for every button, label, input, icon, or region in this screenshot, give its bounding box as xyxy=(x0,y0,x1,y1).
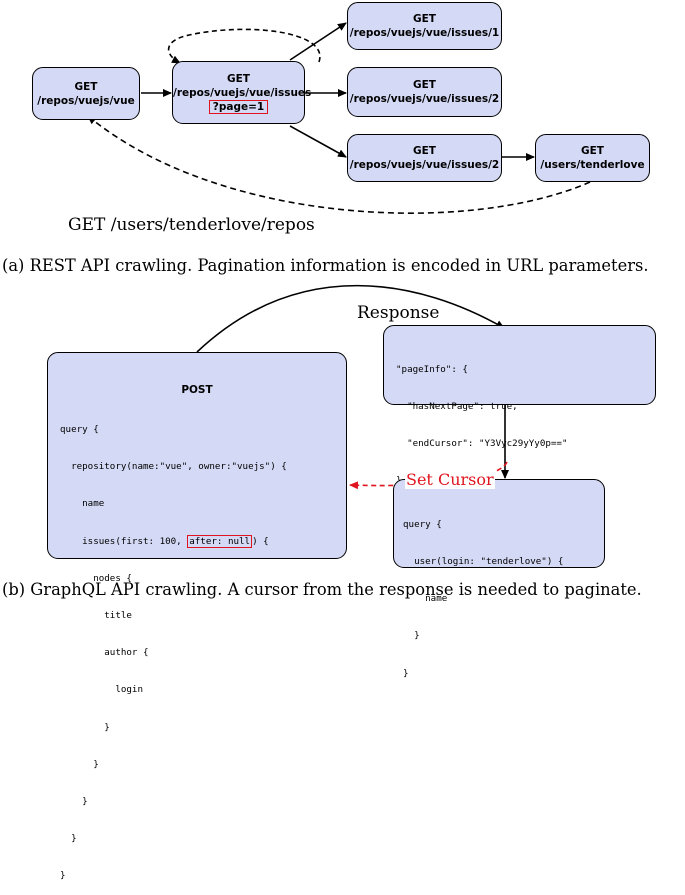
code-line: } xyxy=(60,833,77,845)
graphql-user-query-box: query { user(login: "tenderlove") { name… xyxy=(393,479,605,679)
loop-arrow-issues-self xyxy=(167,28,321,64)
code-line: user(login: "tenderlove") { xyxy=(403,556,564,568)
code-segment: ) { xyxy=(252,535,269,547)
code-line: name xyxy=(403,593,448,605)
code-line-issues: issues(first: 100, after: null) { xyxy=(60,534,346,548)
code-line: query { xyxy=(60,424,99,436)
caption-graphql: (b) GraphQL API crawling. A cursor from … xyxy=(2,580,642,599)
code-line: repository(name:"vue", owner:"vuejs") { xyxy=(60,461,287,473)
code-line: } xyxy=(60,758,99,770)
box-method: GET xyxy=(413,13,436,25)
code-line: title xyxy=(60,610,132,622)
box-method: GET xyxy=(581,145,604,157)
response-arrow xyxy=(196,284,505,353)
arrow-issues-to-issue2b xyxy=(289,125,347,158)
loop-label: GET /users/tenderlove/repos xyxy=(68,215,315,235)
rest-box-issue2a: GET /repos/vuejs/vue/issues/2 xyxy=(347,67,502,117)
code-line: name xyxy=(60,498,105,510)
code-line: login xyxy=(60,684,143,696)
code-line: author { xyxy=(60,647,149,659)
box-method: GET xyxy=(413,145,436,157)
response-label: Response xyxy=(357,303,440,323)
rest-box-vue: GET /repos/vuejs/vue xyxy=(32,67,140,120)
graphql-response-box: "pageInfo": { "hasNextPage": true, "endC… xyxy=(383,325,656,561)
box-path: /repos/vuejs/vue/issues xyxy=(173,86,312,99)
page-param-highlight: ?page=1 xyxy=(208,99,269,114)
box-path: /repos/vuejs/vue xyxy=(37,94,135,107)
after-null-highlight: after: null xyxy=(187,534,253,548)
box-path: /users/tenderlove xyxy=(540,159,645,171)
graphql-post-box: POST query { repository(name:"vue", owne… xyxy=(47,352,347,881)
box-path: /repos/vuejs/vue/issues/2 xyxy=(349,159,500,171)
code-line: "hasNextPage": true, xyxy=(396,401,518,413)
code-line: "endCursor": "Y3Vyc29yYy0p==" xyxy=(396,438,568,450)
code-line: "pageInfo": { xyxy=(396,363,468,375)
rest-box-issue1: GET /repos/vuejs/vue/issues/1 xyxy=(347,2,502,50)
box-path: /repos/vuejs/vue/issues/1 xyxy=(349,27,500,39)
code-line: } xyxy=(403,667,409,679)
code-line: nodes { xyxy=(60,572,132,584)
code-line: } xyxy=(403,630,420,642)
rest-box-issues: GET /repos/vuejs/vue/issues ?page=1 xyxy=(172,61,312,124)
code-segment: issues(first: 100, xyxy=(60,535,188,547)
code-line: } xyxy=(60,796,88,808)
post-title: POST xyxy=(181,383,213,396)
box-path: /repos/vuejs/vue/issues/2 xyxy=(349,93,500,105)
code-line: } xyxy=(60,721,110,733)
arrow-issues-to-issue1 xyxy=(289,22,347,61)
rest-box-issue2b: GET /repos/vuejs/vue/issues/2 xyxy=(347,134,502,182)
caption-rest: (a) REST API crawling. Pagination inform… xyxy=(2,256,649,275)
rest-box-user: GET /users/tenderlove xyxy=(535,134,650,182)
box-method: GET xyxy=(74,80,98,93)
set-cursor-label: Set Cursor xyxy=(405,470,495,489)
box-method: GET xyxy=(227,72,250,85)
box-method: GET xyxy=(413,79,436,91)
code-line: query { xyxy=(403,518,442,530)
dashed-arrow-user-to-vue xyxy=(87,115,591,214)
code-line: } xyxy=(60,870,66,882)
